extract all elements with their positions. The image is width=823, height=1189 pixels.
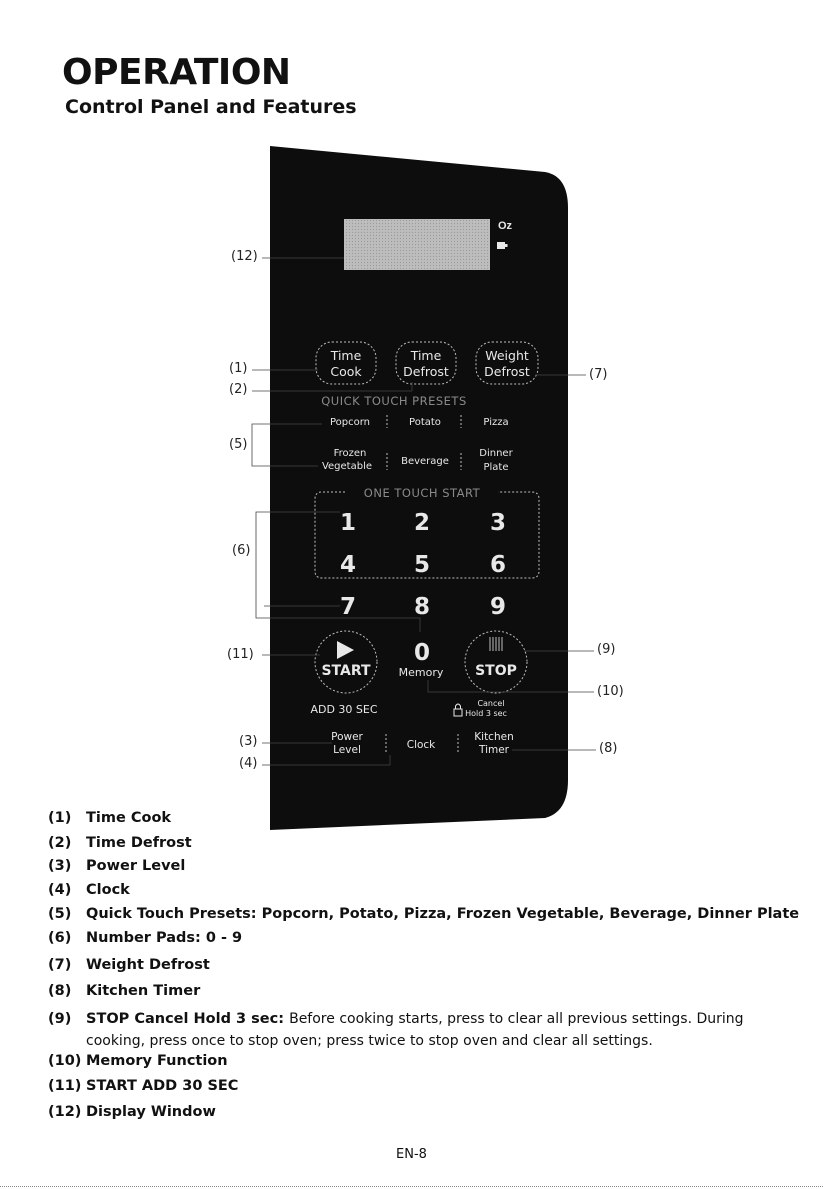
time-cook-line1: Time: [330, 348, 362, 363]
preset-beverage: Beverage: [401, 456, 449, 467]
feature-item-9: (9)STOP Cancel Hold 3 sec: Before cookin…: [48, 1011, 744, 1027]
lock-icon: [453, 703, 463, 717]
preset-frozen-line2: Vegetable: [322, 461, 372, 472]
time-defrost-line1: Time: [410, 348, 442, 363]
callout-5: (5): [229, 437, 248, 452]
page-title: OPERATION: [62, 52, 291, 93]
quick-touch-title: QUICK TOUCH PRESETS: [321, 394, 467, 408]
feature-item-6: (6)Number Pads: 0 - 9: [48, 930, 243, 946]
callout-12: (12): [231, 249, 258, 264]
preset-potato: Potato: [409, 417, 441, 428]
time-cook-line2: Cook: [330, 364, 362, 379]
kitchen-timer-line2: Timer: [478, 744, 510, 756]
one-touch-start-frame: [314, 491, 540, 579]
time-defrost-button[interactable]: [395, 341, 457, 385]
display-oz-label: Oz: [498, 220, 513, 232]
preset-popcorn: Popcorn: [330, 417, 370, 428]
stop-bars-icon: [489, 637, 503, 651]
digit-7-button[interactable]: 7: [340, 594, 356, 620]
digit-2-button[interactable]: 2: [414, 510, 430, 536]
cancel-label: Cancel: [477, 699, 504, 708]
kitchen-timer-line1: Kitchen: [474, 731, 513, 743]
stop-label: STOP: [475, 663, 517, 679]
clock-label: Clock: [407, 739, 436, 751]
feature-item-5: (5)Quick Touch Presets: Popcorn, Potato,…: [48, 906, 800, 922]
callout-6: (6): [232, 543, 251, 558]
digit-6-button[interactable]: 6: [490, 552, 506, 578]
one-touch-start-title: ONE TOUCH START: [364, 486, 481, 500]
callout-9: (9): [597, 642, 616, 657]
feature-item-2: (2)Time Defrost: [48, 835, 192, 851]
feature-item-9-continuation: cooking, press once to stop oven; press …: [86, 1033, 653, 1049]
weight-defrost-line2: Defrost: [484, 364, 530, 379]
control-panel-body: [270, 146, 568, 830]
feature-item-12: (12)Display Window: [48, 1104, 216, 1120]
weight-defrost-button[interactable]: [475, 341, 539, 385]
feature-item-4: (4)Clock: [48, 882, 130, 898]
digit-5-button[interactable]: 5: [414, 552, 430, 578]
bottom-divider: [0, 1186, 823, 1187]
digit-9-button[interactable]: 9: [490, 594, 506, 620]
callout-10: (10): [597, 684, 624, 699]
weight-defrost-line1: Weight: [485, 348, 529, 363]
digit-8-button[interactable]: 8: [414, 594, 430, 620]
feature-item-8: (8)Kitchen Timer: [48, 983, 201, 999]
digit-3-button[interactable]: 3: [490, 510, 506, 536]
digit-0-button[interactable]: 0: [414, 640, 430, 666]
callout-8: (8): [599, 741, 618, 756]
hold-3-sec-label: Hold 3 sec: [465, 709, 507, 718]
power-level-line1: Power: [331, 731, 363, 743]
feature-item-11: (11)START ADD 30 SEC: [48, 1078, 239, 1094]
feature-item-7: (7)Weight Defrost: [48, 957, 210, 973]
time-defrost-line2: Defrost: [403, 364, 449, 379]
stop-button[interactable]: [464, 630, 528, 694]
memory-label: Memory: [399, 666, 444, 679]
start-button[interactable]: [314, 630, 378, 694]
feature-item-1: (1)Time Cook: [48, 810, 172, 826]
cup-icon: [497, 242, 508, 249]
display-window: [344, 219, 490, 270]
callout-7: (7): [589, 367, 608, 382]
callout-11: (11): [227, 647, 254, 662]
preset-dinner-line2: Plate: [483, 462, 508, 473]
add-30-sec-label: ADD 30 SEC: [310, 703, 377, 716]
callout-2: (2): [229, 382, 248, 397]
start-label: START: [321, 663, 371, 679]
play-icon: [337, 641, 354, 659]
callout-1: (1): [229, 361, 248, 376]
digit-1-button[interactable]: 1: [340, 510, 356, 536]
preset-dinner-line1: Dinner: [479, 448, 513, 459]
page-subtitle: Control Panel and Features: [65, 96, 357, 118]
time-cook-button[interactable]: [315, 341, 377, 385]
digit-4-button[interactable]: 4: [340, 552, 356, 578]
preset-frozen-line1: Frozen: [334, 448, 367, 459]
callout-3: (3): [239, 734, 258, 749]
feature-item-3: (3)Power Level: [48, 858, 186, 874]
control-panel-diagram: Oz Time Cook Time Defrost Weight Defrost…: [251, 146, 596, 830]
function-buttons: [315, 341, 539, 385]
page-number: EN-8: [396, 1147, 427, 1162]
power-level-line2: Level: [333, 744, 361, 756]
callout-4: (4): [239, 756, 258, 771]
feature-item-10: (10)Memory Function: [48, 1053, 228, 1069]
preset-pizza: Pizza: [483, 417, 508, 428]
